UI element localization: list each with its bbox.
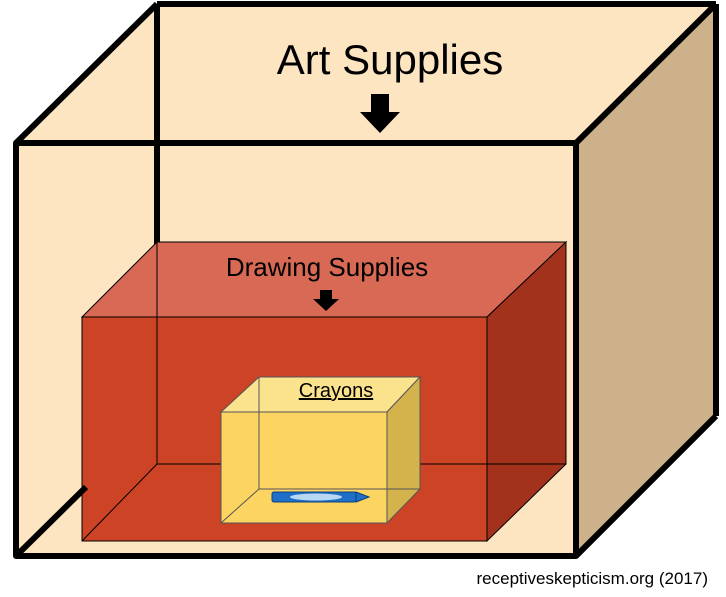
crayons-box-inner-edge xyxy=(220,488,260,524)
crayons-label: Crayons xyxy=(299,380,373,402)
art-supplies-label: Art Supplies xyxy=(277,36,503,83)
crayons-box-front-face xyxy=(220,411,388,524)
art-box-front-edges xyxy=(13,1,719,559)
art-box-side-face xyxy=(576,4,716,556)
credit-text: receptiveskepticism.org (2017) xyxy=(477,569,708,588)
crayon-icon xyxy=(271,491,371,503)
down-arrow xyxy=(313,290,339,311)
drawing-supplies-label: Drawing Supplies xyxy=(226,252,428,282)
down-arrow xyxy=(360,94,400,133)
art-box-top-face xyxy=(16,4,716,143)
drawing-box-inner-edge xyxy=(81,463,158,542)
